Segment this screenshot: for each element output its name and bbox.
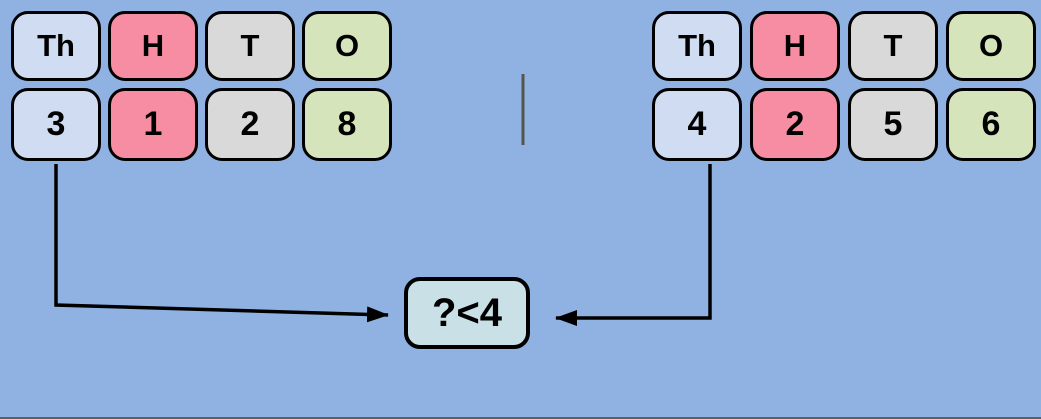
right-header-ones: O xyxy=(946,11,1036,81)
right-digit-tens: 5 xyxy=(848,88,938,161)
right-header-thousands: Th xyxy=(652,11,742,81)
right-arrow xyxy=(555,164,712,326)
left-header-hundreds: H xyxy=(108,11,198,81)
left-header-thousands: Th xyxy=(11,11,101,81)
right-digit-hundreds: 2 xyxy=(750,88,840,161)
left-arrow xyxy=(54,164,389,323)
right-digit-thousands: 4 xyxy=(652,88,742,161)
comparison-label: ?<4 xyxy=(431,290,503,335)
left-header-tens: T xyxy=(205,11,295,81)
left-header-ones: O xyxy=(302,11,392,81)
left-digit-ones: 8 xyxy=(302,88,392,161)
place-value-table-right: Th H T O 4 2 5 6 xyxy=(652,11,1036,161)
place-value-table-left: Th H T O 3 1 2 8 xyxy=(11,11,392,161)
comparison-box: ?<4 xyxy=(404,277,530,349)
right-header-hundreds: H xyxy=(750,11,840,81)
right-header-tens: T xyxy=(848,11,938,81)
left-digit-tens: 2 xyxy=(205,88,295,161)
left-digit-hundreds: 1 xyxy=(108,88,198,161)
right-digit-ones: 6 xyxy=(946,88,1036,161)
left-digit-thousands: 3 xyxy=(11,88,101,161)
slide-bottom-edge xyxy=(0,417,1041,419)
